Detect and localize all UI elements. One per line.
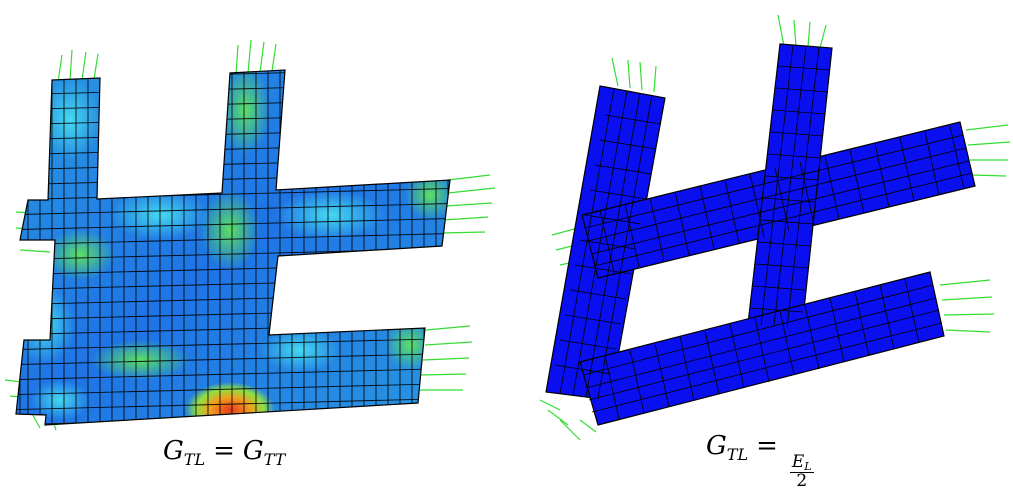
figure-canvas xyxy=(4,14,1011,441)
right-caption-num-sub: L xyxy=(804,460,812,473)
right-mesh-fill xyxy=(545,43,976,426)
right-load-arrows xyxy=(539,14,1011,441)
right-caption-numerator: EL xyxy=(789,452,814,473)
left-outline xyxy=(15,69,451,426)
left-contour-fill xyxy=(16,70,450,425)
right-structure xyxy=(539,14,1011,441)
left-structure xyxy=(4,39,496,431)
right-caption-num: E xyxy=(791,452,805,472)
left-caption-rhs-sub: TT xyxy=(263,450,286,469)
right-caption-equals: = xyxy=(756,431,778,461)
left-caption-lhs: G xyxy=(163,436,184,466)
right-caption-lhs-sub: TL xyxy=(726,445,749,464)
right-caption-denominator: 2 xyxy=(796,471,808,491)
left-caption: GTL=GTT xyxy=(163,438,285,468)
left-caption-lhs-sub: TL xyxy=(183,450,206,469)
left-caption-rhs: G xyxy=(242,436,264,466)
left-caption-equals: = xyxy=(213,436,235,466)
right-caption-lhs: G xyxy=(706,431,727,461)
